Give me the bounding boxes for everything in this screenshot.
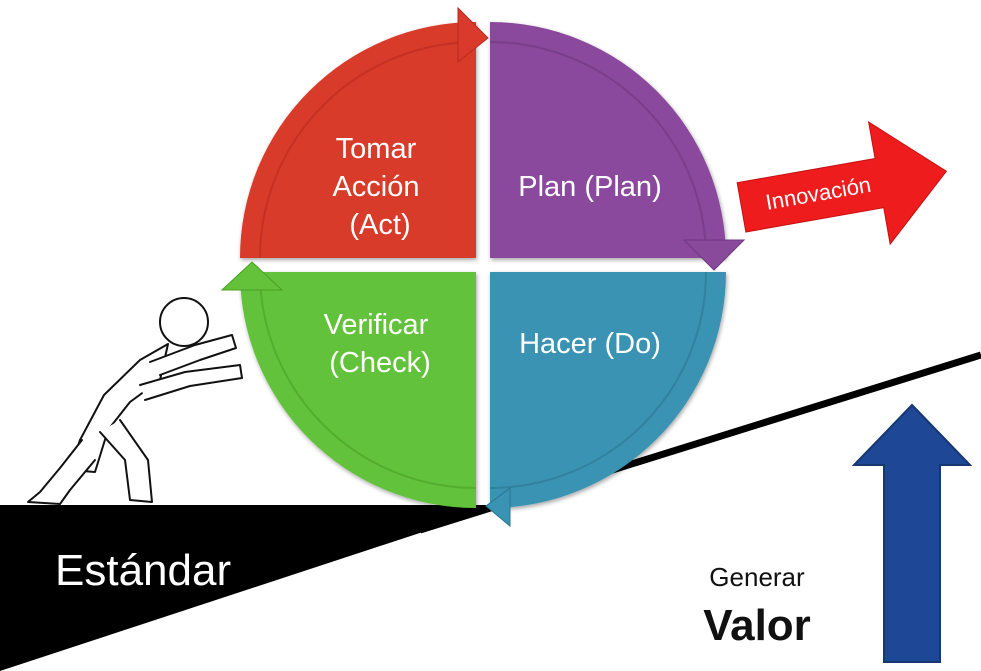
value-arrow — [851, 403, 973, 663]
quadrant-check — [240, 272, 476, 508]
quadrant-act — [240, 22, 476, 258]
check-label-line-1: Verificar — [324, 309, 429, 341]
act-label: Tomar Acción (Act) — [332, 133, 427, 241]
quadrant-plan — [490, 22, 726, 258]
act-arc-line — [259, 41, 477, 259]
generate-label: Generar — [709, 562, 805, 592]
plan-arrowhead — [682, 239, 746, 271]
plan-label: Plan (Plan) — [518, 171, 661, 203]
standard-label: Estándar — [55, 546, 231, 595]
check-label: Verificar (Check) — [324, 309, 437, 379]
stick-figure-pushing-icon — [27, 297, 243, 505]
standard-wedge — [0, 505, 505, 671]
check-arrowhead — [220, 261, 284, 291]
value-label: Valor — [703, 601, 811, 650]
act-label-line-2: Acción — [332, 171, 419, 203]
act-label-line-3: (Act) — [349, 209, 410, 241]
do-arc-line — [489, 271, 707, 489]
innovation-arrow: Innovación — [736, 120, 948, 246]
quadrant-do — [490, 272, 726, 508]
plan-arc-line — [489, 41, 707, 259]
do-label: Hacer (Do) — [519, 328, 661, 360]
check-arc-line — [259, 271, 477, 489]
act-arrowhead — [457, 6, 489, 64]
act-label-line-1: Tomar — [336, 133, 417, 165]
do-arrowhead — [485, 487, 511, 528]
check-label-line-2: (Check) — [329, 347, 431, 379]
